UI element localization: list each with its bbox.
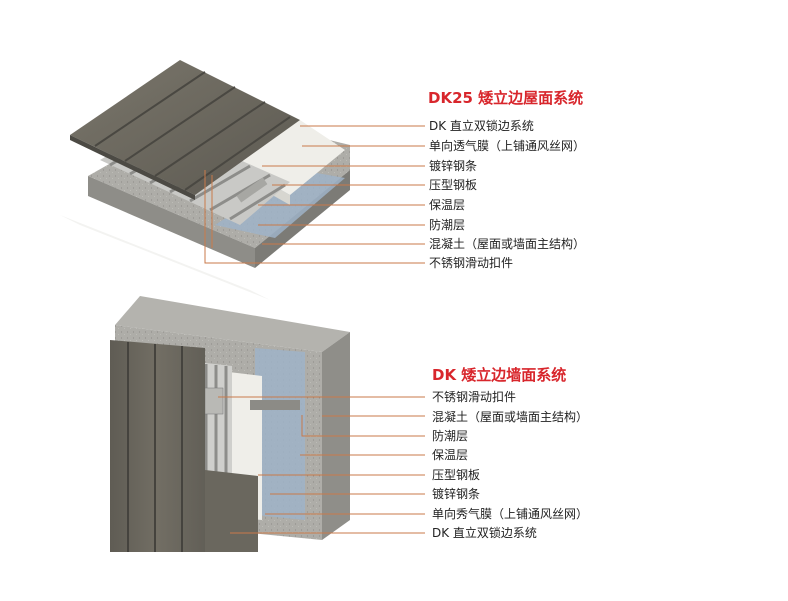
roof-standing-seams xyxy=(94,71,291,191)
wall-label-standing-seam: DK 直立双锁边系统 xyxy=(432,526,537,540)
wall-label-insulation: 保温层 xyxy=(432,448,469,462)
wall-metal-panel-lower xyxy=(205,470,258,552)
roof-leader-lines xyxy=(204,125,425,264)
roof-label-moisture-barrier: 防潮层 xyxy=(429,218,466,232)
roof-reflection xyxy=(60,215,270,300)
wall-galvanized-strip xyxy=(250,400,300,410)
wall-illustration xyxy=(110,296,350,552)
wall-sliding-clip xyxy=(204,387,224,415)
wall-leader-lines xyxy=(218,396,425,534)
roof-label-standing-seam: DK 直立双锁边系统 xyxy=(429,119,534,133)
roof-galvanized-strip xyxy=(236,177,268,203)
roof-label-concrete: 混凝土（屋面或墙面主结构） xyxy=(429,237,586,251)
roof-metal-panel-edge xyxy=(70,135,195,200)
roof-label-membrane: 单向透气膜（上铺通风丝网） xyxy=(429,139,586,153)
wall-system-title: DK 矮立边墙面系统 xyxy=(432,366,567,384)
wall-moisture-barrier xyxy=(255,348,305,520)
roof-moisture-barrier xyxy=(215,170,345,238)
wall-label-profiled-steel: 压型钢板 xyxy=(432,468,481,482)
roof-label-profiled-steel: 压型钢板 xyxy=(429,178,478,192)
wall-label-moisture-barrier: 防潮层 xyxy=(432,429,469,443)
wall-label-membrane: 单向秀气膜（上铺通风丝网） xyxy=(432,507,589,521)
wall-label-galvanized-strip: 镀锌钢条 xyxy=(432,487,481,501)
wall-metal-panel xyxy=(110,340,205,552)
roof-system-title: DK25 矮立边屋面系统 xyxy=(428,89,584,107)
roof-concrete-front xyxy=(88,176,255,268)
roof-label-insulation: 保温层 xyxy=(429,198,466,212)
roof-metal-panel xyxy=(70,60,300,195)
wall-standing-seams xyxy=(127,342,183,552)
wall-concrete-top xyxy=(115,296,350,352)
wall-label-sliding-clip: 不锈钢滑动扣件 xyxy=(432,390,517,404)
wall-label-concrete: 混凝土（屋面或墙面主结构） xyxy=(432,410,589,424)
roof-label-galvanized-strip: 镀锌钢条 xyxy=(429,159,478,173)
roof-label-sliding-clip: 不锈钢滑动扣件 xyxy=(429,256,514,270)
roof-illustration xyxy=(60,60,350,300)
